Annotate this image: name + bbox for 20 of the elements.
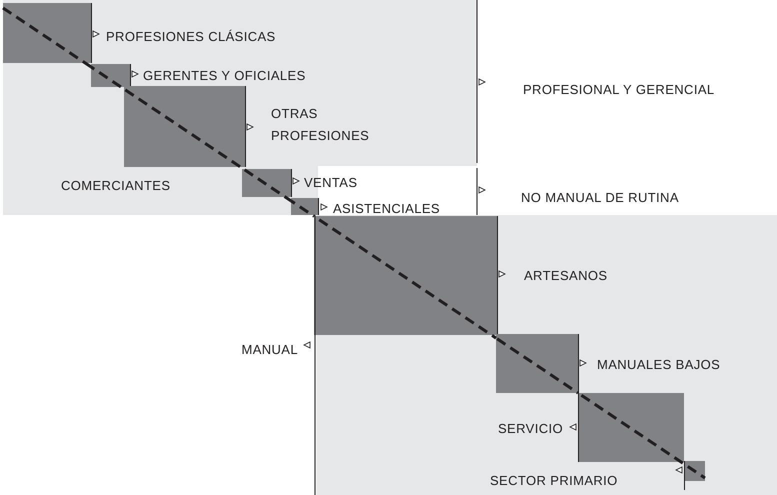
category-label: SERVICIO xyxy=(496,420,563,438)
category-label: COMERCIANTES xyxy=(61,177,172,195)
category-label: MANUAL xyxy=(240,341,298,359)
category-label: VENTAS xyxy=(304,174,358,192)
dashed-connector xyxy=(242,168,292,202)
category-label: MANUALES BAJOS xyxy=(597,356,722,374)
category-label: GERENTES Y OFICIALES xyxy=(143,67,307,85)
category-block xyxy=(242,169,292,197)
category-label: PROFESIONES CLÁSICAS xyxy=(106,28,277,46)
category-label: PROFESIONAL Y GERENCIAL xyxy=(523,81,716,99)
category-label: NO MANUAL DE RUTINA xyxy=(521,189,680,207)
category-label: OTRAS PROFESIONES xyxy=(271,105,370,145)
category-label: SECTOR PRIMARIO xyxy=(490,472,619,490)
dashed-connector xyxy=(290,200,315,218)
category-block xyxy=(91,64,131,87)
category-block xyxy=(578,393,684,462)
category-block xyxy=(291,198,319,215)
category-label: ASISTENCIALES xyxy=(333,200,441,218)
category-block xyxy=(684,461,705,481)
category-label: ARTESANOS xyxy=(524,267,608,285)
